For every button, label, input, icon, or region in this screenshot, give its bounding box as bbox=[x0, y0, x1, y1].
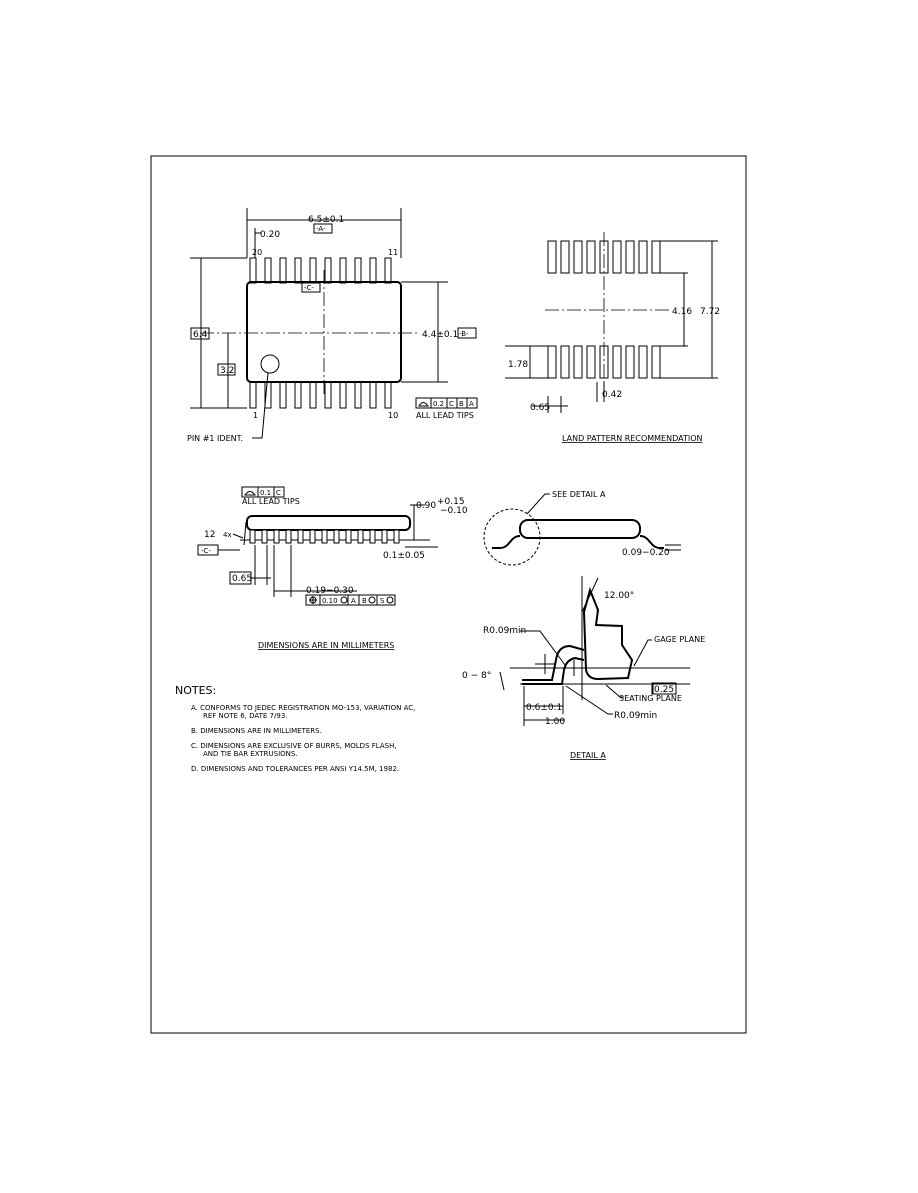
detail-body bbox=[582, 586, 634, 681]
notes-block: NOTES: A. CONFORMS TO JEDEC REGISTRATION… bbox=[175, 684, 415, 773]
overall-width-label: 6.4 bbox=[193, 330, 208, 340]
pin1-marker bbox=[260, 354, 280, 374]
flatness-tolerance: 0.1 bbox=[260, 489, 271, 497]
tolerance-value: 0.2 bbox=[433, 400, 444, 408]
tolerance-ref-a: A bbox=[469, 400, 474, 408]
note-d: D. DIMENSIONS AND TOLERANCES PER ANSI Y1… bbox=[191, 765, 399, 773]
land-dim-065: 0.65 bbox=[530, 403, 550, 413]
see-detail-label: SEE DETAIL A bbox=[552, 490, 606, 499]
height-plus: +0.15 bbox=[437, 497, 465, 507]
angle-12-label: 12.00° bbox=[604, 591, 634, 601]
side-datum-c: -C- bbox=[201, 547, 211, 555]
land-pads-top bbox=[547, 240, 661, 274]
pin-10-label: 10 bbox=[388, 411, 398, 420]
width-dim-label: 6.5±0.1 bbox=[308, 215, 344, 225]
side-lead-tips-note: ALL LEAD TIPS bbox=[242, 497, 300, 506]
note-c-line-1: C. DIMENSIONS ARE EXCLUSIVE OF BURRS, MO… bbox=[191, 742, 397, 750]
notes-heading: NOTES: bbox=[175, 684, 216, 697]
flatness-ref: C bbox=[276, 489, 281, 497]
tolerance-ref-b: B bbox=[459, 400, 464, 408]
datum-a-label: -A- bbox=[316, 225, 326, 233]
seating-plane-label: SEATING PLANE bbox=[619, 694, 682, 703]
height-dim: 0.90 bbox=[416, 501, 436, 511]
dim-06: 0.6±0.1 bbox=[526, 703, 562, 713]
angle-mult: 4x bbox=[223, 531, 232, 539]
land-pattern-view: 7.72 4.16 1.78 0.42 0.65 LAND PATTERN RE… bbox=[505, 232, 720, 443]
side-leads bbox=[249, 529, 400, 544]
profile-view: SEE DETAIL A 0.09−0.20 bbox=[483, 490, 681, 566]
position-mmc2: S bbox=[380, 597, 385, 605]
position-ref-a: A bbox=[351, 597, 356, 605]
land-dim-178: 1.78 bbox=[508, 360, 528, 370]
angle-range-label: 0 − 8° bbox=[462, 671, 491, 681]
note-b: B. DIMENSIONS ARE IN MILLIMETERS. bbox=[191, 727, 322, 735]
land-dim-772: 7.72 bbox=[700, 307, 720, 317]
detail-a-caption: DETAIL A bbox=[570, 751, 606, 760]
land-pads-bottom bbox=[547, 345, 661, 379]
side-view: 0.1 C ALL LEAD TIPS 0.90 +0.15 −0.10 12 bbox=[197, 486, 468, 650]
radius-1-label: R0.09min bbox=[483, 626, 526, 636]
pin-20-label: 20 bbox=[252, 248, 262, 257]
drawing-frame bbox=[150, 155, 747, 1034]
land-pattern-caption: LAND PATTERN RECOMMENDATION bbox=[562, 434, 702, 443]
datum-c-label: -C- bbox=[304, 284, 314, 292]
detail-a-circle bbox=[483, 508, 541, 566]
pin-1-label: 1 bbox=[253, 411, 258, 420]
lead-tips-note: ALL LEAD TIPS bbox=[416, 411, 474, 420]
half-width-label: 3.2 bbox=[220, 366, 234, 376]
tolerance-ref-c: C bbox=[449, 400, 454, 408]
pin1-ident-label: PIN #1 IDENT. bbox=[187, 434, 243, 443]
thickness-dim: 0.09−0.20 bbox=[622, 548, 670, 558]
gage-plane-label: GAGE PLANE bbox=[654, 635, 705, 644]
profile-body bbox=[519, 519, 641, 539]
note-a-line-1: A. CONFORMS TO JEDEC REGISTRATION MO-153… bbox=[191, 704, 415, 712]
pitch-dim: 0.65 bbox=[232, 574, 252, 584]
lead-width-dim: 0.19−0.30 bbox=[306, 586, 354, 596]
dim-025: 0.25 bbox=[654, 685, 674, 695]
height-minus: −0.10 bbox=[440, 506, 468, 516]
standoff-dim: 0.1±0.05 bbox=[383, 551, 425, 561]
note-c-line-2: AND TIE BAR EXTRUSIONS. bbox=[203, 750, 298, 758]
radius-2-label: R0.09min bbox=[614, 711, 657, 721]
pin-11-label: 11 bbox=[388, 248, 398, 257]
dim-100: 1.00 bbox=[545, 717, 565, 727]
bottom-pin-row bbox=[249, 381, 392, 409]
land-dim-042: 0.42 bbox=[602, 390, 622, 400]
top-view: 6.5±0.1 -A- 0.20 20 11 bbox=[187, 208, 478, 443]
dimensions-caption: DIMENSIONS ARE IN MILLIMETERS bbox=[258, 641, 394, 650]
top-pin-row bbox=[249, 257, 392, 284]
angle-label: 12 bbox=[204, 530, 215, 540]
land-dim-416: 4.16 bbox=[672, 307, 692, 317]
position-mmc: B bbox=[362, 597, 367, 605]
detail-a-view: 12.00° R0.09min GAGE PLANE 0 − 8° 0.25 S… bbox=[462, 576, 705, 760]
body-width-label: 4.4±0.1 bbox=[422, 330, 458, 340]
note-a-line-2: REF NOTE 6, DATE 7/93. bbox=[203, 712, 288, 720]
lead-offset-label: 0.20 bbox=[260, 230, 280, 240]
datum-b-label: -B- bbox=[459, 330, 469, 338]
position-tolerance: 0.10 bbox=[322, 597, 338, 605]
side-body bbox=[246, 515, 411, 531]
